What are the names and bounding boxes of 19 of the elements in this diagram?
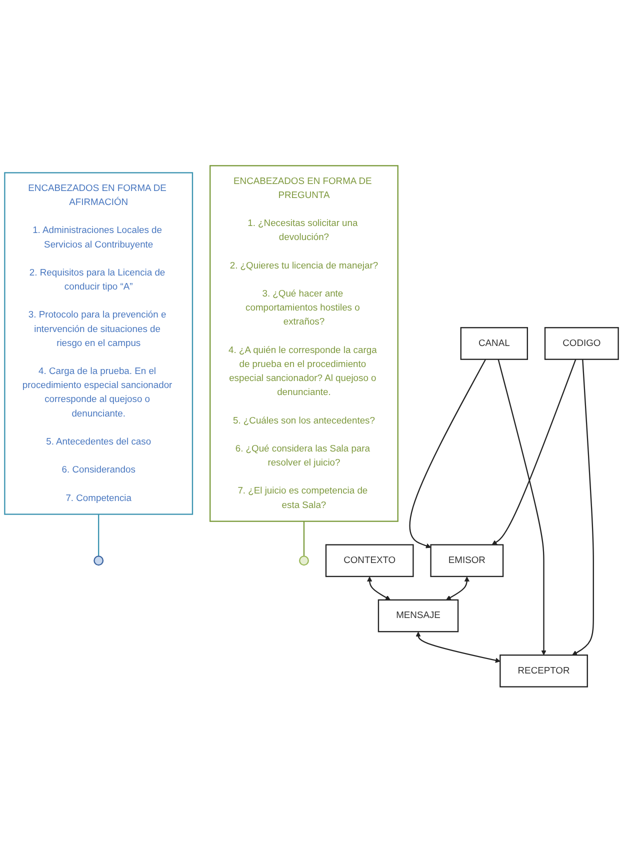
node-box: CANAL [460,326,528,360]
node-box: CODIGO [544,326,619,360]
connector [98,514,100,556]
arrow [446,576,470,600]
node-box: EMISOR [430,544,504,577]
node-box: RECEPTOR [500,654,588,688]
arrow [409,358,486,548]
connector [303,521,305,556]
arrow [416,631,500,663]
node-box: CONTEXTO [325,544,414,577]
node-box: ENCABEZADOS EN FORMA DE PREGUNTA 1. ¿Necesitas solicitar una devolución? 2. ¿Quieres tu licencia de manejar? 3. ¿Qué hacer ante comportamientos hostiles o extraños? 4. ¿A quién le corresponde la carga de prueba en el procedimiento especial sancionador? Al quejoso o denunciante. 5. ¿Cuáles son los antecedentes? 6. ¿Qué considera las Sala para resolver el juicio? 7. ¿El juicio es competencia de esta Sala? [210,164,398,522]
node-circle [94,555,104,566]
node-circle [298,555,309,566]
arrow [572,359,594,656]
arrow [492,358,576,545]
node-box: MENSAJE [378,599,459,632]
node-box: ENCABEZADOS EN FORMA DE AFIRMACIÓN 1. Administraciones Locales de Servicios al Contribuyente 2. Requisitos para la Licencia de conducir tipo “A” 3. Protocolo para la prevención e intervención de situaciones de riesgo en el campus 4. Carga de la prueba. En el procedimiento especial sancionador corresponde al quejoso o denunciante. 5. Antecedentes del caso 6. Considerandos 7. Competencia [4,172,194,515]
arrow [498,358,546,656]
arrow [367,576,391,600]
